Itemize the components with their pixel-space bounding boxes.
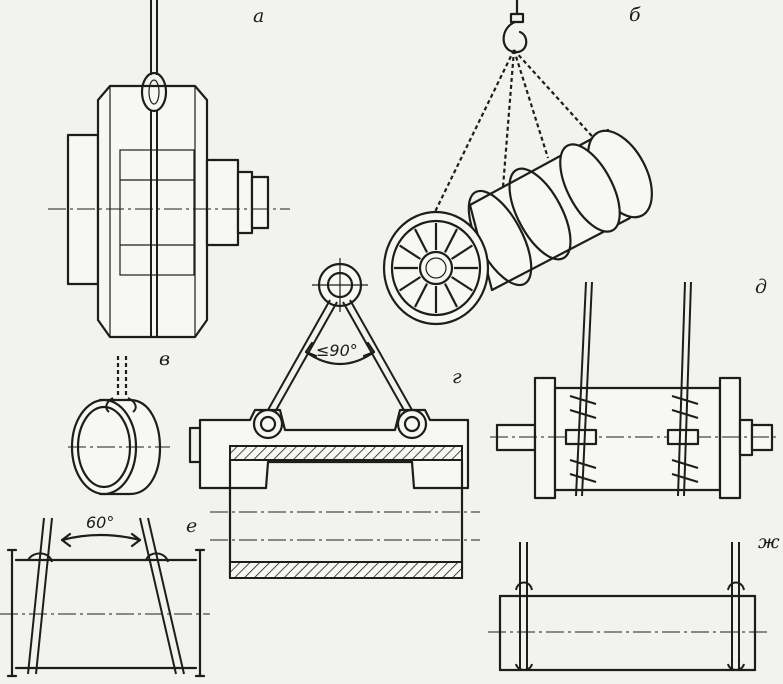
- diagram-a: а: [48, 0, 290, 339]
- wheel-spoke: [450, 244, 473, 260]
- label-d: д: [755, 276, 767, 298]
- label-a: а: [253, 5, 264, 27]
- wheel-spoke: [399, 276, 422, 292]
- diagram-g: ≤90° г: [188, 258, 480, 580]
- wheel-spoke: [414, 228, 428, 253]
- label-g: г: [452, 366, 462, 388]
- diagram-e: 60° е: [0, 513, 210, 678]
- wheel-spoke: [450, 276, 473, 292]
- label-zh: ж: [758, 531, 780, 553]
- diagram-v: в: [68, 348, 170, 496]
- wheel-spoke: [399, 244, 422, 260]
- diagram-d: д: [490, 276, 778, 500]
- diagram-zh: ж: [488, 531, 780, 672]
- wheel-spoke: [444, 228, 458, 253]
- label-v: в: [159, 348, 170, 370]
- wheel-spoke: [444, 283, 458, 308]
- diagram-b: б: [382, 0, 653, 326]
- angle-g: ≤90°: [316, 341, 358, 360]
- label-b: б: [629, 4, 641, 26]
- label-e: е: [186, 515, 197, 537]
- wheel-spoke: [414, 283, 428, 308]
- angle-e: 60°: [86, 513, 114, 532]
